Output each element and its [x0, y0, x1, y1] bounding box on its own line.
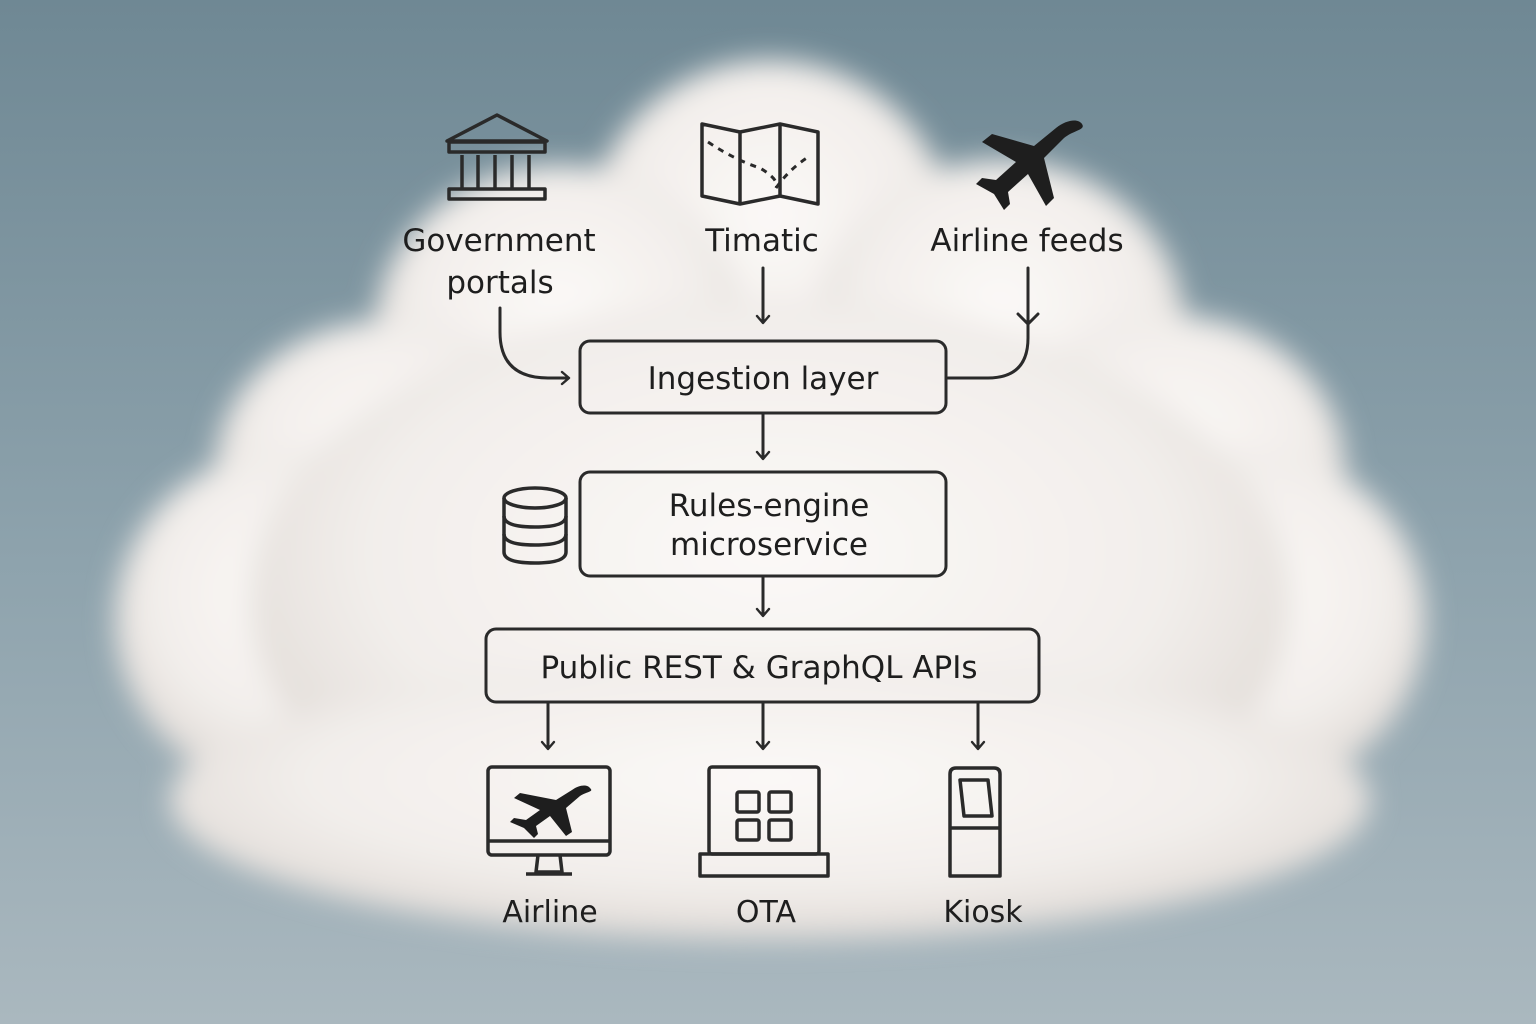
government-building-icon — [445, 113, 549, 201]
kiosk-consumer-label: Kiosk — [943, 895, 1023, 930]
connector-airline-feeds-bend — [946, 322, 1030, 380]
desktop-monitor-airplane-icon — [486, 765, 612, 876]
database-icon — [502, 486, 568, 565]
connector-government-to-ingestion — [498, 306, 571, 386]
rules-engine-label-line1: Rules-engine — [669, 488, 870, 524]
airplane-icon — [976, 120, 1083, 210]
kiosk-icon — [948, 766, 1002, 878]
government-portals-label-line1: Government — [402, 223, 595, 259]
ingestion-layer-label: Ingestion layer — [648, 361, 879, 397]
airline-feeds-label: Airline feeds — [930, 223, 1123, 259]
timatic-label: Timatic — [704, 223, 819, 259]
government-portals-label-line2: portals — [446, 265, 553, 301]
airline-consumer-label: Airline — [502, 895, 597, 930]
rules-engine-label-line2: microservice — [670, 527, 868, 563]
ota-consumer-label: OTA — [736, 895, 797, 930]
public-api-label: Public REST & GraphQL APIs — [540, 650, 977, 686]
laptop-grid-icon — [698, 765, 830, 878]
folded-map-icon — [700, 122, 820, 206]
consumer-connectors — [540, 702, 986, 751]
source-connectors — [498, 266, 1040, 386]
